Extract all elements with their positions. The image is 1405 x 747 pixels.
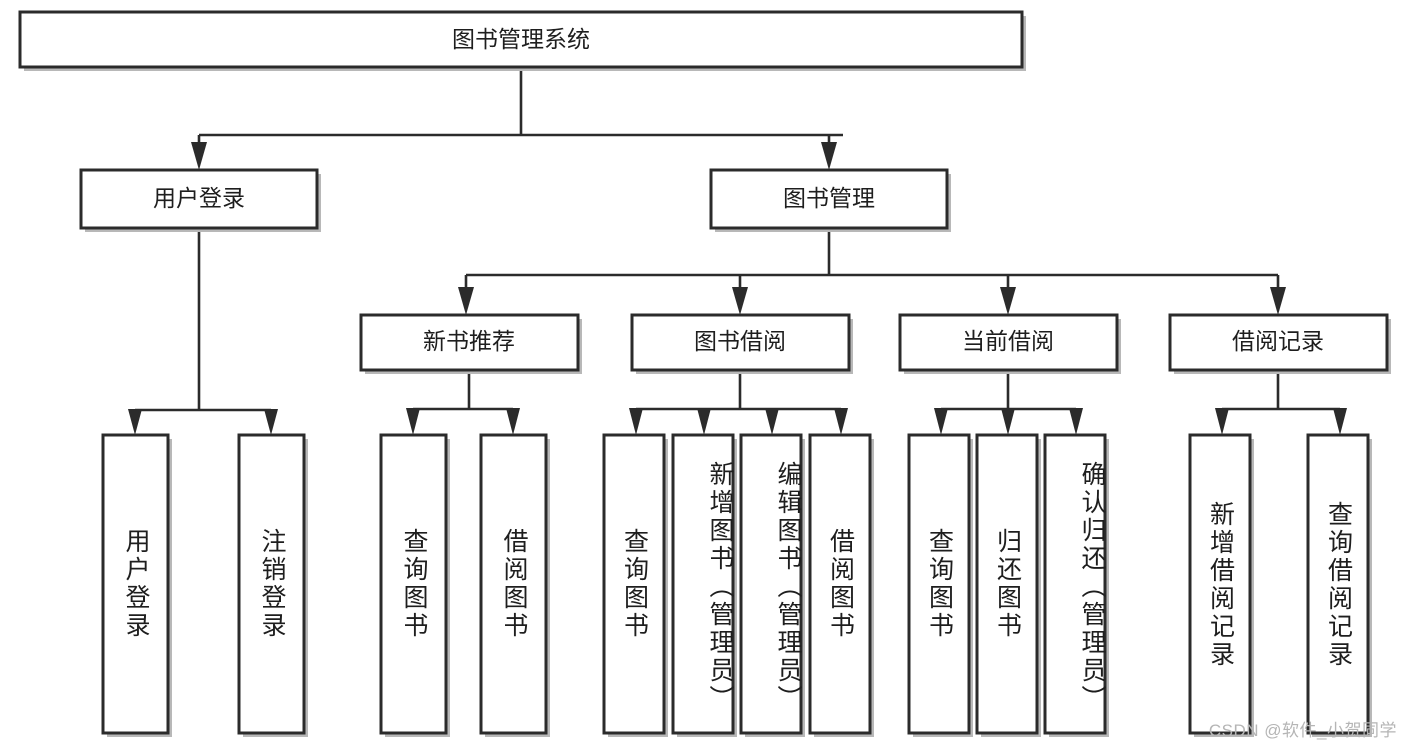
node-box-leaf-add-book[interactable] — [671, 433, 735, 735]
arrow-head-new-book-recommend — [458, 287, 474, 315]
node-box-leaf-logout[interactable] — [237, 433, 306, 735]
arrow-head-leaf-logout — [264, 409, 278, 435]
node-box-leaf-borrow-book-2[interactable] — [808, 433, 872, 735]
node-box-new-book-recommend[interactable] — [359, 313, 580, 372]
node-box-borrow-record[interactable] — [1168, 313, 1389, 372]
connector-layer — [128, 67, 1347, 435]
node-box-root[interactable] — [18, 10, 1024, 69]
node-label-book-borrow: 图书借阅 — [694, 328, 786, 354]
arrow-head-leaf-edit-book — [765, 408, 779, 435]
node-box-leaf-confirm-return[interactable] — [1043, 433, 1107, 735]
arrow-head-current-borrow — [1000, 287, 1016, 315]
node-label-root: 图书管理系统 — [452, 26, 590, 52]
node-box-leaf-user-login[interactable] — [101, 433, 170, 735]
node-label-new-book-recommend: 新书推荐 — [423, 328, 515, 354]
node-box-leaf-add-record[interactable] — [1188, 433, 1252, 735]
node-box-leaf-query-book-3[interactable] — [907, 433, 971, 735]
arrow-head-leaf-add-record — [1215, 408, 1229, 435]
arrow-head-leaf-query-book-2 — [629, 408, 643, 435]
node-label-user-login: 用户登录 — [153, 185, 245, 211]
node-box-leaf-query-record[interactable] — [1306, 433, 1370, 735]
arrow-head-book-management — [821, 142, 837, 170]
node-box-book-management[interactable] — [709, 168, 949, 230]
arrow-head-leaf-return-book — [1001, 408, 1015, 435]
arrow-head-book-borrow — [732, 287, 748, 315]
node-box-leaf-query-book-1[interactable] — [379, 433, 448, 735]
node-box-book-borrow[interactable] — [630, 313, 851, 372]
arrow-head-leaf-borrow-book-1 — [506, 408, 520, 435]
node-box-leaf-borrow-book-1[interactable] — [479, 433, 548, 735]
node-box-leaf-edit-book[interactable] — [739, 433, 803, 735]
arrow-head-leaf-add-book — [697, 408, 711, 435]
arrow-head-leaf-confirm-return — [1069, 408, 1083, 435]
node-box-leaf-query-book-2[interactable] — [602, 433, 666, 735]
node-box-leaf-return-book[interactable] — [975, 433, 1039, 735]
node-label-current-borrow: 当前借阅 — [962, 328, 1054, 354]
arrow-head-leaf-user-login — [128, 409, 142, 435]
node-label-book-management: 图书管理 — [783, 185, 875, 211]
node-layer: 图书管理系统 用户登录 图书管理 新书推荐 图书借阅 当前借阅 借阅记录 — [18, 10, 1391, 737]
arrow-head-leaf-query-book-1 — [406, 408, 420, 435]
node-box-current-borrow[interactable] — [898, 313, 1119, 372]
arrow-head-leaf-borrow-book-2 — [834, 408, 848, 435]
arrow-head-leaf-query-record — [1333, 408, 1347, 435]
arrow-head-leaf-query-book-3 — [934, 408, 948, 435]
node-label-borrow-record: 借阅记录 — [1232, 328, 1324, 354]
csdn-watermark: CSDN @软件_小贺同学 — [1208, 721, 1397, 740]
arrow-head-borrow-record — [1270, 287, 1286, 315]
node-box-user-login[interactable] — [79, 168, 319, 230]
arrow-head-user-login — [191, 142, 207, 170]
